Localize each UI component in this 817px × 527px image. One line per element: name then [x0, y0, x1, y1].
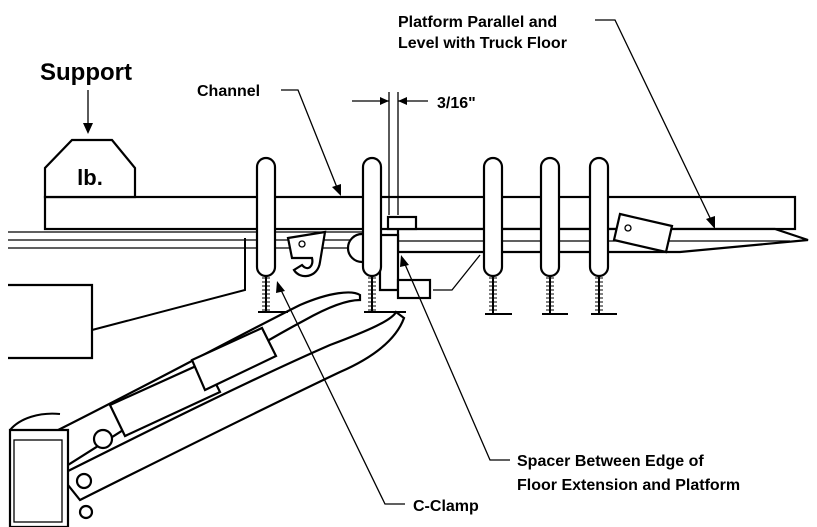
c-clamp-5: [588, 156, 617, 315]
lock-block: [396, 278, 432, 300]
pivot-pin-lower: [75, 472, 93, 490]
gap-arrowhead-left: [380, 97, 389, 105]
truck-body-block: [8, 283, 94, 360]
c-clamp-frame: [255, 156, 277, 278]
platform-bracket-pin: [624, 224, 632, 232]
cylinder-rod-housing: [190, 326, 278, 392]
spacer-arrowhead: [400, 255, 409, 267]
platform-label-line2: Level with Truck Floor: [398, 35, 567, 52]
latch-hook: [286, 230, 327, 278]
support-arrowhead: [83, 123, 93, 134]
platform-bracket: [612, 212, 674, 254]
weight-label: lb.: [77, 165, 103, 190]
support-label: Support: [40, 59, 132, 86]
latch-pin: [298, 240, 306, 248]
c-clamp-arrowhead: [276, 281, 285, 293]
c-clamp-label: C-Clamp: [413, 498, 479, 515]
c-clamp-frame: [482, 156, 504, 278]
platform-arrowhead: [706, 216, 715, 229]
lower-lift-arm: [58, 310, 406, 502]
gap-arrowhead-right: [398, 97, 407, 105]
c-clamp-1: [255, 156, 288, 313]
clamp-screw-threads: [262, 277, 603, 311]
channel-assembly: [8, 195, 809, 300]
platform-label-line1: Platform Parallel and: [398, 14, 557, 31]
c-clamp-3: [482, 156, 512, 315]
gap-label: 3/16": [437, 95, 476, 112]
base-plate: [8, 428, 70, 527]
weight-block: [43, 138, 137, 199]
pivot-pin-upper: [92, 428, 114, 450]
lock-leader: [433, 254, 481, 291]
spacer-leader: [403, 261, 510, 461]
support-weight: lb.: [43, 138, 137, 199]
lift-mechanism: [8, 238, 406, 527]
c-clamps: [255, 156, 617, 315]
platform-leader: [595, 19, 713, 223]
spacer-label-line2: Floor Extension and Platform: [517, 477, 740, 494]
channel-beam: [43, 195, 797, 231]
base-plate-curve: [9, 412, 61, 431]
channel-label: Channel: [197, 83, 260, 100]
c-clamp-frame: [361, 156, 383, 278]
c-clamp-frame: [588, 156, 610, 278]
channel-leader: [281, 89, 339, 191]
pivot-pin-base: [78, 504, 94, 520]
base-plate-window: [13, 439, 63, 523]
frame-line: [91, 238, 246, 331]
annotations: Support Channel Platform Parallel and Le…: [40, 14, 740, 515]
spacer-block: [386, 215, 418, 231]
channel-arrowhead: [332, 184, 341, 196]
c-clamp-frame: [539, 156, 561, 278]
hydraulic-cylinder: [108, 360, 222, 438]
floor-extension-bracket: [378, 233, 400, 292]
c-clamp-leader: [279, 287, 405, 505]
gap-dimension: 3/16": [352, 92, 476, 215]
spacer-label-line1: Spacer Between Edge of: [517, 453, 704, 470]
